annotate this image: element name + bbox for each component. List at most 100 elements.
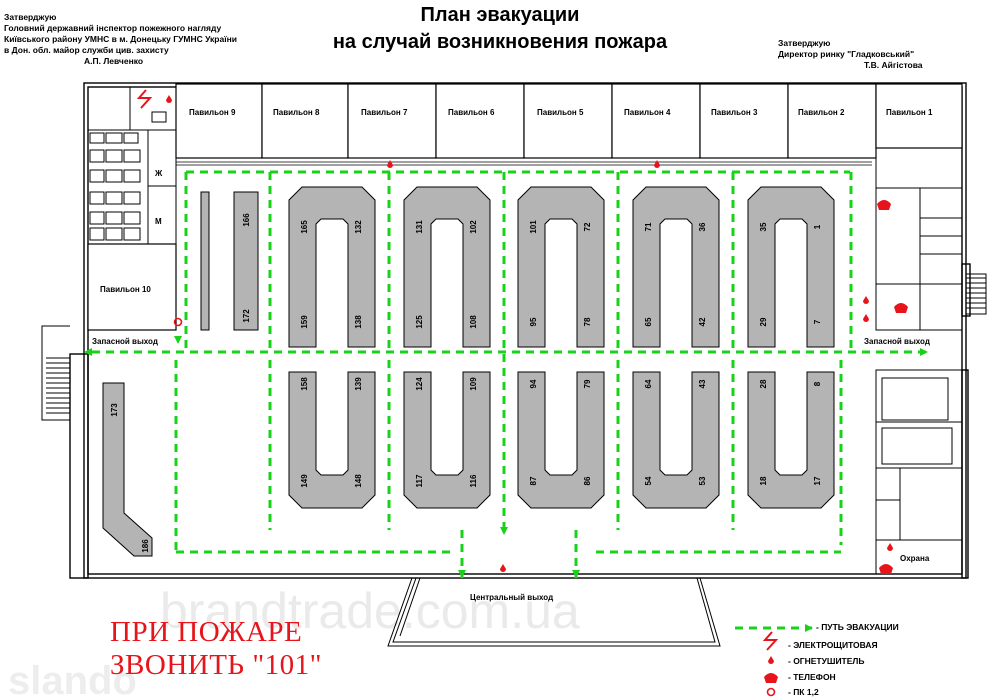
stall-number: 108 <box>469 315 478 329</box>
pavilion-10 <box>87 243 177 331</box>
pavilion-label: Павильон 5 <box>537 108 584 117</box>
call-notice-line-2: ЗВОНИТЬ "101" <box>110 649 322 681</box>
approval-left-line: в Дон. обл. майор служби цив. захисту <box>4 45 169 55</box>
stall-number: 72 <box>583 222 592 231</box>
stall-number: 95 <box>529 317 538 326</box>
approval-right-line: Затверджую <box>778 38 831 48</box>
stall-block <box>403 186 491 348</box>
pavilion-label: Павильон 4 <box>624 108 671 117</box>
evacuation-routes <box>92 170 926 578</box>
phone-icon <box>877 200 891 210</box>
stall-number: 138 <box>354 315 363 329</box>
arrow-icon <box>174 336 182 344</box>
pavilion-label: Павильон 1 <box>886 108 933 117</box>
stall-number: 36 <box>698 222 707 231</box>
watermark-text: brandtrade.com.ua <box>160 583 580 639</box>
extinguisher-icon <box>863 314 869 322</box>
stall-number: 54 <box>644 476 653 485</box>
stall-number: 159 <box>300 315 309 329</box>
stall-block <box>632 371 720 509</box>
stall-number: 148 <box>354 474 363 488</box>
stall-thin-bar <box>200 191 210 331</box>
approval-left: Затверджую Головний державний інспектор … <box>4 12 304 67</box>
arrow-icon <box>572 570 580 578</box>
stall-number: 35 <box>759 222 768 231</box>
stall-number: 131 <box>415 220 424 234</box>
stall-number: 18 <box>759 476 768 485</box>
stall-number: 29 <box>759 317 768 326</box>
exit-label: Запасной выход <box>864 337 930 346</box>
legend-route-label: - ПУТЬ ЭВАКУАЦИИ <box>816 622 899 632</box>
stall-block <box>632 186 720 348</box>
toilet-block <box>87 87 177 245</box>
approval-right: Затверджую Директор ринку "Гладковський"… <box>778 38 978 71</box>
stall-block <box>747 371 835 509</box>
legend-extinguisher-label: - ОГНЕТУШИТЕЛЬ <box>788 656 865 666</box>
central-exit-hall <box>387 577 721 647</box>
stall-number: 86 <box>583 476 592 485</box>
legend-hydrant-label: - ПК 1,2 <box>788 687 819 697</box>
stall-number: 94 <box>529 379 538 388</box>
stall-number: 173 <box>110 403 119 417</box>
stall-number: 109 <box>469 377 478 391</box>
stall-number: 17 <box>813 476 822 485</box>
pavilion-label: Павильон 9 <box>189 108 236 117</box>
stairs-left <box>41 325 70 421</box>
extinguishers <box>166 95 893 572</box>
stall-number: 43 <box>698 379 707 388</box>
pavilion-label: Павильон 7 <box>361 108 408 117</box>
arrow-icon <box>84 348 92 356</box>
approval-right-signature: Т.В. Айгістова <box>864 60 923 70</box>
approval-left-line: Київського району УМНС в м. Донецьку ГУМ… <box>4 34 237 44</box>
stall-number: 172 <box>242 309 251 323</box>
corridor-top-line <box>176 161 872 166</box>
stall-number: 71 <box>644 222 653 231</box>
stall-numbers-top: 165 159 132 138 131 125 102 108 101 95 7… <box>300 220 822 329</box>
stall-number: 8 <box>813 381 822 386</box>
stall-number: 117 <box>415 474 424 487</box>
phone-icon <box>879 564 893 574</box>
stall-number: 53 <box>698 476 707 485</box>
stalls-single <box>102 191 259 557</box>
approval-right-line: Директор ринку "Гладковський" <box>778 49 915 59</box>
stall-number: 65 <box>644 317 653 326</box>
stall-number: 42 <box>698 317 707 326</box>
watermark-corner: slando <box>8 659 137 700</box>
stall-number: 186 <box>141 539 150 553</box>
fire-call-notice: ПРИ ПОЖАРЕ ЗВОНИТЬ "101" <box>110 616 322 682</box>
approval-left-signature: А.П. Левченко <box>84 56 144 66</box>
stall-block <box>403 371 491 509</box>
title-line-2: на случай возникновения пожара <box>332 31 668 53</box>
title-line-1: План эвакуации <box>420 4 580 26</box>
stall-number: 166 <box>242 213 251 227</box>
stall-number: 165 <box>300 220 309 234</box>
stall-number: 101 <box>529 220 538 234</box>
stairs-right <box>965 273 987 315</box>
room-label: М <box>155 217 162 226</box>
arrow-icon <box>458 570 466 578</box>
stall-number: 116 <box>469 474 478 487</box>
stall-number: 87 <box>529 476 538 485</box>
pavilion-label: Павильон 10 <box>100 285 151 294</box>
route-arrowheads <box>84 336 928 578</box>
room-label: Охрана <box>900 554 930 563</box>
stall-number: 132 <box>354 220 363 234</box>
approval-left-line: Затверджую <box>4 12 57 22</box>
stall-block <box>517 186 605 348</box>
extinguisher-icon <box>654 160 660 168</box>
page-title: План эвакуации на случай возникновения п… <box>300 2 700 56</box>
stalls-top <box>288 186 835 348</box>
stall-number: 64 <box>644 379 653 388</box>
electrical-panel-icon <box>136 89 153 109</box>
stalls-bottom <box>288 371 835 509</box>
stall-numbers-bottom: 158 149 139 148 124 117 109 116 94 87 79… <box>300 377 822 488</box>
right-rooms <box>875 147 963 575</box>
pavilion-row-top <box>175 83 963 159</box>
stall-block <box>747 186 835 348</box>
stall-number: 28 <box>759 379 768 388</box>
arrow-icon <box>500 527 508 535</box>
legend-hydrant-icon <box>766 687 776 697</box>
exit-label: Запасной выход <box>92 337 158 346</box>
